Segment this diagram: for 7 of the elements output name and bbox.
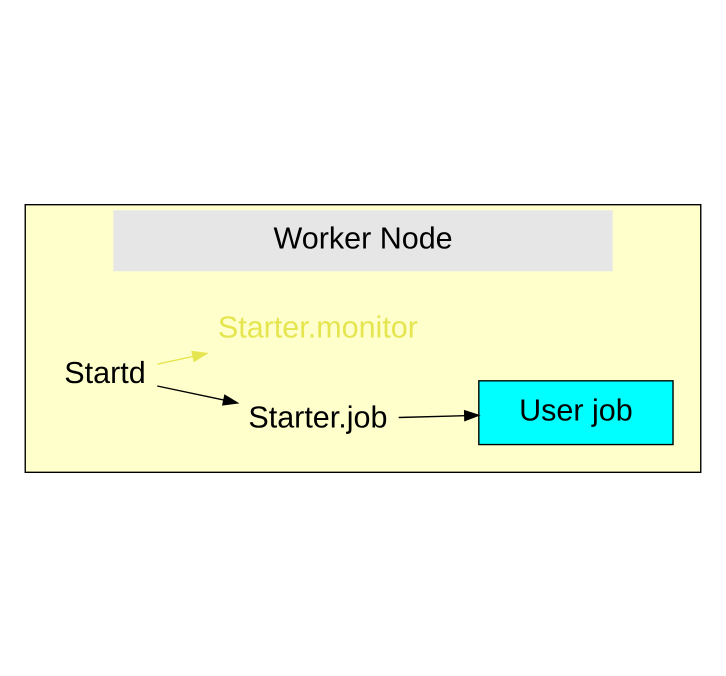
arrow xyxy=(157,350,209,364)
node-text: Startd xyxy=(64,356,146,390)
node-box: User job xyxy=(478,380,674,445)
node-text: Starter.monitor xyxy=(218,310,418,344)
arrow xyxy=(398,409,481,422)
node-text: Starter.job xyxy=(248,400,388,434)
arrow xyxy=(157,384,240,406)
